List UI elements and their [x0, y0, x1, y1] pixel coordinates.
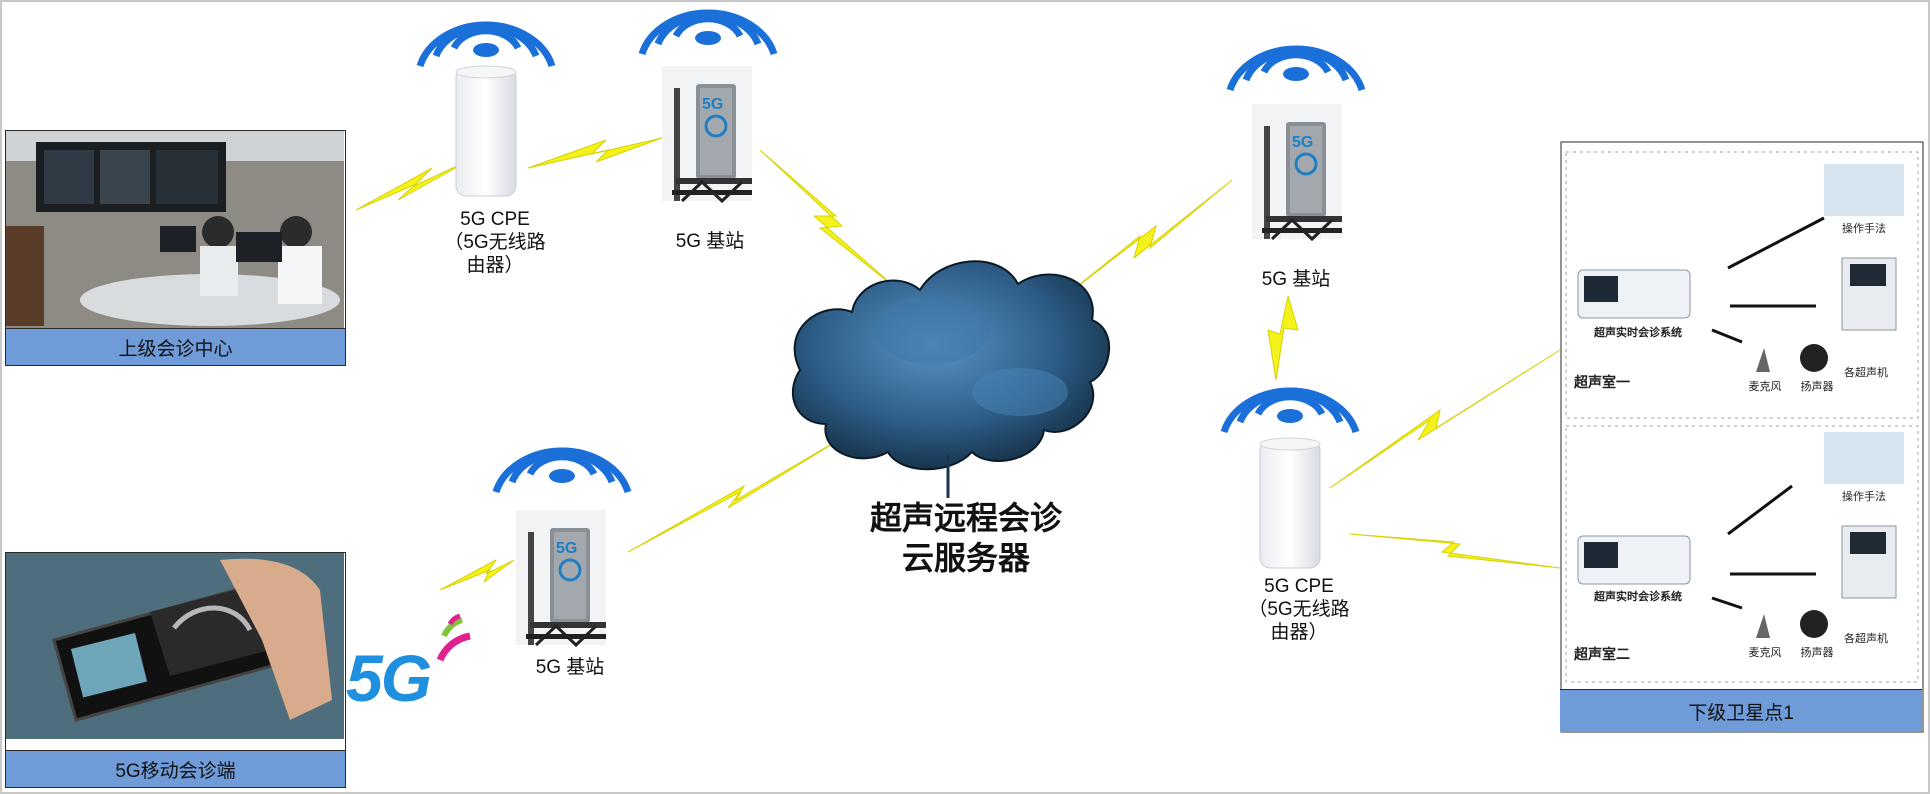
5g-logo — [436, 613, 471, 662]
base-station-c-label: 5G 基站 — [1261, 269, 1331, 290]
room-one-operator-label: 操作手法 — [1842, 223, 1886, 235]
cpe-b-label: 5G CPE （5G无线路 由器） — [1234, 575, 1364, 644]
cpe-b-label-line3: 由器） — [1270, 622, 1328, 643]
link-cpe-b-to-room-one — [1329, 349, 1561, 489]
link-mobile-to-base-b — [439, 559, 515, 591]
cloud-server — [791, 260, 1110, 498]
link-cpe-b-to-room-two — [1349, 533, 1561, 569]
base-station-b-badge: 5G — [556, 540, 578, 557]
room-two-operator-label: 操作手法 — [1842, 491, 1886, 503]
base-station-b-label: 5G 基站 — [535, 657, 605, 678]
cpe-a-label-line3: 由器） — [466, 255, 524, 276]
room-one-mic-label: 麦克风 — [1748, 381, 1782, 393]
room-one-system-label: 超声实时会诊系统 — [1594, 327, 1682, 339]
base-station-a-badge: 5G — [702, 96, 724, 113]
cloud-server-label-line2: 云服务器 — [901, 540, 1030, 576]
link-cloud-to-base-c — [1059, 179, 1233, 301]
lower-site-panel-art — [1560, 141, 1924, 733]
base-station-c-image — [1250, 102, 1344, 241]
upper-center-caption: 上级会诊中心 — [6, 328, 345, 365]
mobile-terminal-photo — [6, 553, 344, 739]
base-station-a-image — [660, 64, 754, 203]
room-one-machine-label: 各超声机 — [1844, 367, 1888, 379]
upper-center-photo — [6, 131, 344, 329]
cpe-device-a — [455, 65, 517, 197]
room-two-speaker-label: 扬声器 — [1800, 647, 1834, 659]
cpe-device-b — [1259, 437, 1321, 569]
cpe-a-label: 5G CPE （5G无线路 由器） — [430, 208, 560, 277]
room-one-title: 超声室一 — [1574, 374, 1630, 390]
lower-site-panel: 下级卫星点1 — [1560, 689, 1922, 732]
base-station-c-badge: 5G — [1292, 134, 1314, 151]
link-upper-center-to-cpe — [355, 159, 471, 211]
upper-center-panel: 上级会诊中心 — [5, 130, 346, 366]
room-two-title: 超声室二 — [1574, 646, 1630, 662]
lower-site-caption: 下级卫星点1 — [1560, 689, 1922, 732]
cpe-a-label-line2: （5G无线路 — [444, 232, 546, 253]
cpe-b-label-line1: 5G CPE — [1264, 576, 1334, 597]
cpe-a-label-line1: 5G CPE — [460, 209, 530, 230]
link-base-c-to-cpe-b — [1267, 295, 1299, 381]
cloud-server-label-line1: 超声远程会诊 — [869, 500, 1062, 536]
mobile-terminal-panel: 5G移动会诊端 — [5, 552, 346, 788]
room-two-machine-label: 各超声机 — [1844, 633, 1888, 645]
base-station-a-label: 5G 基站 — [675, 231, 745, 252]
room-one-speaker-label: 扬声器 — [1800, 381, 1834, 393]
room-two-mic-label: 麦克风 — [1748, 647, 1782, 659]
base-station-b-image — [514, 508, 608, 647]
cpe-b-label-line2: （5G无线路 — [1248, 599, 1350, 620]
5g-logo-text: 5G — [346, 641, 432, 715]
room-two-system-label: 超声实时会诊系统 — [1594, 591, 1682, 603]
link-base-b-to-cloud — [627, 431, 853, 553]
mobile-terminal-caption: 5G移动会诊端 — [6, 750, 345, 787]
link-base-a-to-cloud — [759, 149, 897, 289]
cloud-server-label: 超声远程会诊 云服务器 — [846, 498, 1086, 578]
link-cpe-to-base-a — [527, 137, 663, 169]
